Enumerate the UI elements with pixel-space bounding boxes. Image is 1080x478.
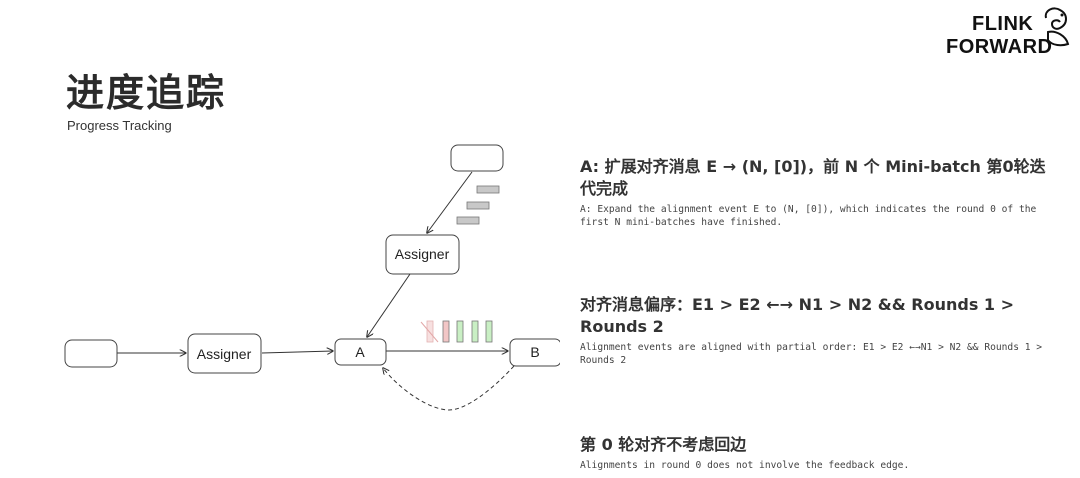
- assigner-node-top: Assigner: [385, 234, 460, 275]
- node-a-label: A: [355, 344, 365, 360]
- message-block-gray: [476, 185, 500, 194]
- message-block-green: [471, 320, 479, 343]
- message-block-faded-red: [426, 320, 434, 343]
- assigner-label: Assigner: [197, 346, 252, 362]
- message-block-gray: [456, 216, 480, 225]
- note-heading: A: 扩展对齐消息 E → (N, [0])，前 N 个 Mini-batch …: [580, 157, 1046, 198]
- node-a: A: [334, 338, 387, 366]
- note-round-zero: 第 0 轮对齐不考虑回边 Alignments in round 0 does …: [580, 434, 1050, 472]
- note-heading: 第 0 轮对齐不考虑回边: [580, 435, 747, 454]
- note-text: Alignments in round 0 does not involve t…: [580, 460, 910, 471]
- message-block-green: [456, 320, 464, 343]
- logo-line-2: FORWARD: [946, 36, 1053, 58]
- top-source-node: [450, 144, 504, 172]
- message-block-red: [442, 320, 450, 343]
- note-expand-alignment: A: 扩展对齐消息 E → (N, [0])，前 N 个 Mini-batch …: [580, 156, 1050, 229]
- edge-top-source-to-assigner: [427, 171, 473, 233]
- page-subtitle: Progress Tracking: [67, 118, 172, 133]
- progress-tracking-diagram: Assigner Assigner A B: [64, 144, 560, 411]
- note-partial-order: 对齐消息偏序：E1 > E2 ←→ N1 > N2 && Rounds 1 > …: [580, 294, 1050, 367]
- left-source-node: [64, 339, 118, 368]
- note-heading: 对齐消息偏序：E1 > E2 ←→ N1 > N2 && Rounds 1 > …: [580, 295, 1015, 336]
- message-block-gray: [466, 201, 490, 210]
- strike-mark: [420, 321, 439, 343]
- message-block-green: [485, 320, 493, 343]
- edge-assigner-to-a: [261, 351, 333, 353]
- assigner-node-left: Assigner: [187, 333, 262, 374]
- note-text: A: Expand the alignment event E to (N, […: [580, 204, 1037, 228]
- edge-assigner-to-a-top: [367, 273, 411, 337]
- feedback-edge: [383, 365, 515, 411]
- note-text: Alignment events are aligned with partia…: [580, 342, 1043, 366]
- squirrel-icon: [1044, 7, 1070, 47]
- node-b-label: B: [530, 344, 539, 360]
- flink-forward-logo: FLINK FORWARD: [938, 6, 1074, 62]
- assigner-label: Assigner: [395, 246, 450, 262]
- logo-line-1: FLINK: [972, 13, 1034, 35]
- node-b: B: [509, 338, 560, 367]
- page-title: 进度追踪: [66, 71, 227, 115]
